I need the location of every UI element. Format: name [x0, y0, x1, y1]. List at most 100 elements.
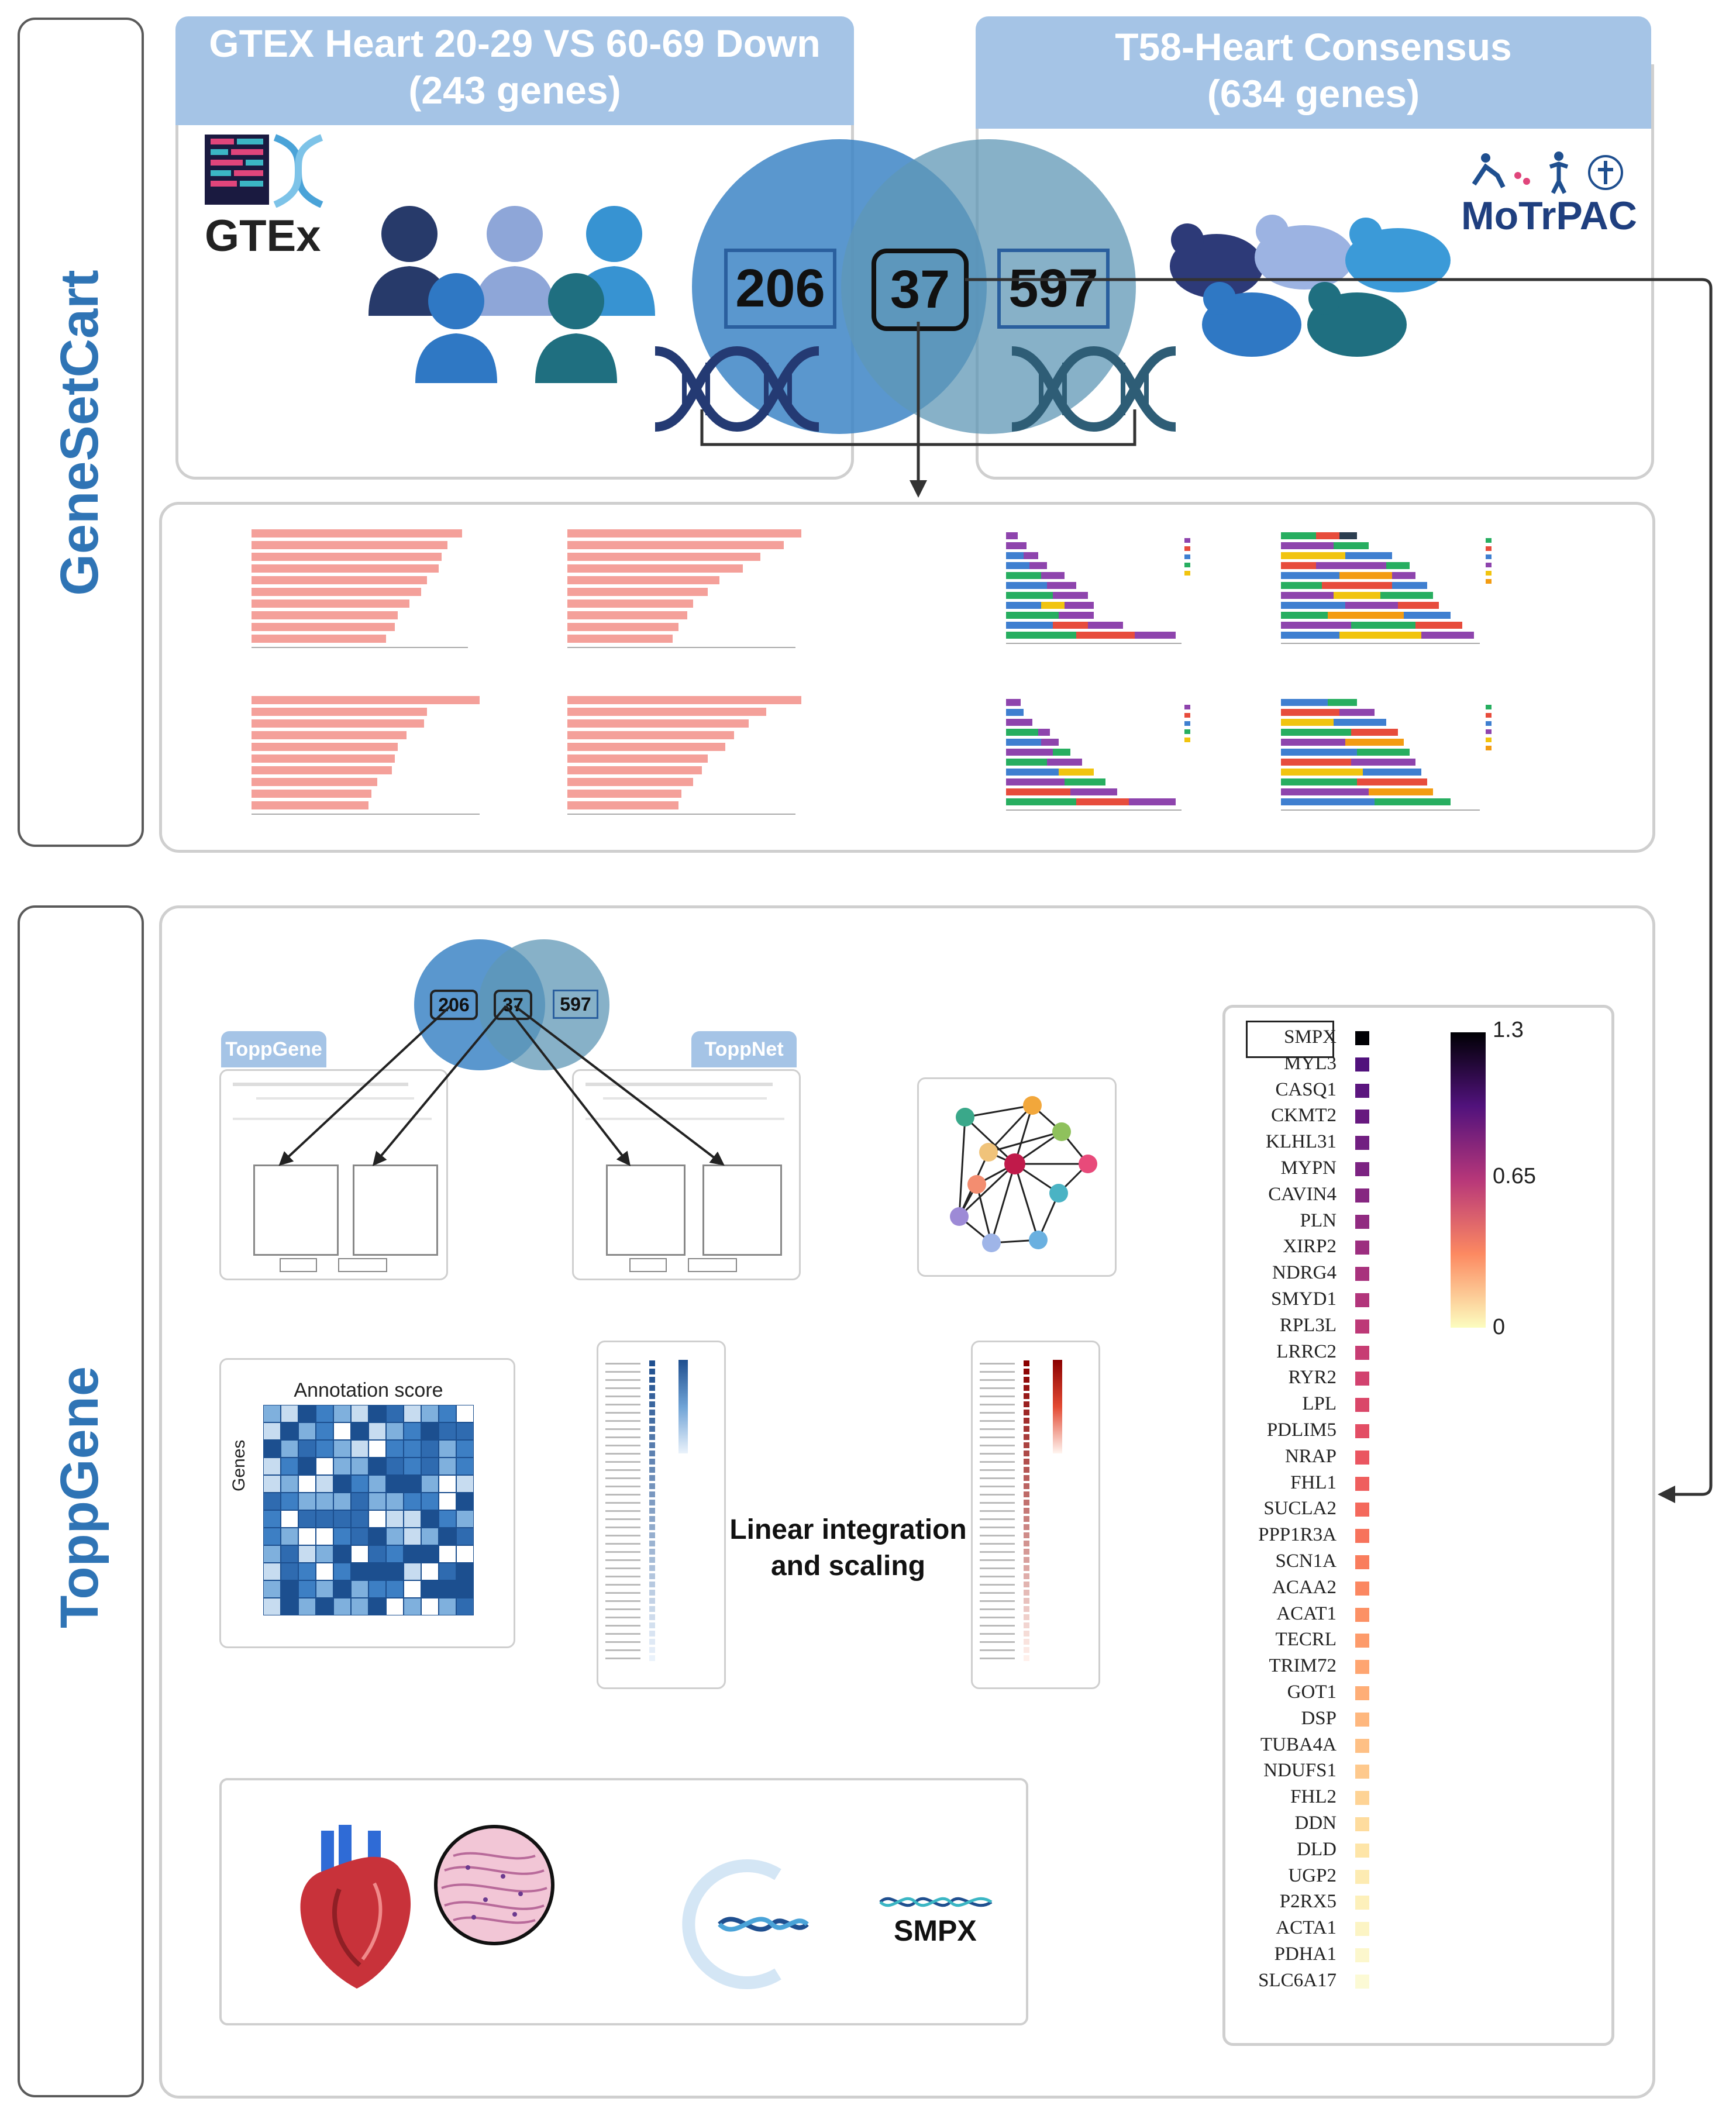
- ranked-gene-label: PLN: [1300, 1210, 1337, 1231]
- ranked-score-cell: [649, 1516, 655, 1522]
- ranked-score-cell: [649, 1385, 655, 1391]
- ranked-gene-label: LPL: [1302, 1393, 1337, 1415]
- heatmap-cell: [404, 1423, 421, 1439]
- heatmap-cell: [299, 1581, 315, 1597]
- ranked-label-placeholder: [605, 1502, 640, 1504]
- heatmap-cell: [334, 1405, 350, 1422]
- ranked-label-placeholder: [605, 1461, 640, 1463]
- heatmap-cell: [352, 1405, 368, 1422]
- ranked-label-placeholder: [605, 1453, 640, 1455]
- ranked-score-cell: [649, 1598, 655, 1604]
- ranked-gene-score-cell: [1355, 1738, 1369, 1753]
- heatmap-cell: [264, 1476, 280, 1492]
- ranked-score-cell: [649, 1606, 655, 1612]
- ranked-score-cell: [1024, 1475, 1029, 1481]
- ranked-label-placeholder: [980, 1436, 1015, 1438]
- heatmap-cell: [439, 1423, 456, 1439]
- ranked-score-cell: [649, 1622, 655, 1628]
- ranked-score-cell: [649, 1557, 655, 1563]
- heatmap-cell: [404, 1493, 421, 1510]
- ranked-gene-label: CKMT2: [1271, 1105, 1337, 1126]
- ranked-label-placeholder: [605, 1436, 640, 1438]
- heatmap-cell: [352, 1493, 368, 1510]
- ranked-label-placeholder: [980, 1600, 1015, 1602]
- heatmap-cell: [404, 1581, 421, 1597]
- ranked-score-cell: [1024, 1631, 1029, 1636]
- heatmap-cell: [352, 1476, 368, 1492]
- heatmap-cell: [387, 1511, 403, 1527]
- heatmap-cell: [316, 1405, 333, 1422]
- enrichr-bar-chart-4: [567, 696, 801, 815]
- heatmap-cell: [264, 1546, 280, 1562]
- ranked-gene-label: KLHL31: [1266, 1131, 1337, 1153]
- heatmap-cell: [369, 1493, 385, 1510]
- annotation-heatmap: [263, 1405, 474, 1615]
- motrpac-panel-header: T58-Heart Consensus (634 genes): [976, 16, 1651, 129]
- heatmap-cell: [281, 1563, 298, 1580]
- ranked-score-cell: [1024, 1451, 1029, 1456]
- ranked-label-placeholder: [980, 1649, 1015, 1651]
- ranked-gene-label: TUBA4A: [1260, 1734, 1337, 1755]
- final-ranking-panel: [1222, 1005, 1614, 2046]
- heatmap-cell: [264, 1441, 280, 1457]
- ranked-score-cell: [1024, 1369, 1029, 1374]
- heatmap-cell: [422, 1405, 438, 1422]
- ranked-score-cell: [1024, 1377, 1029, 1383]
- heatmap-cell: [334, 1458, 350, 1474]
- ranked-score-cell: [649, 1434, 655, 1440]
- ranked-gene-label: SMPX: [1284, 1026, 1337, 1048]
- ranked-gene-label: DSP: [1301, 1707, 1337, 1729]
- colorbar-mid-label: 0.65: [1493, 1164, 1536, 1188]
- ranked-score-cell: [1024, 1442, 1029, 1448]
- ranked-score-cell: [1024, 1467, 1029, 1473]
- heatmap-cell: [281, 1546, 298, 1562]
- ranked-label-placeholder: [980, 1477, 1015, 1479]
- heatmap-cell: [369, 1511, 385, 1527]
- heatmap-cell: [422, 1581, 438, 1597]
- ranked-label-placeholder: [605, 1576, 640, 1577]
- ranked-gene-score-cell: [1355, 1083, 1369, 1098]
- ranked-gene-score-cell: [1355, 1057, 1369, 1071]
- ranked-label-placeholder: [980, 1584, 1015, 1586]
- heatmap-cell: [316, 1423, 333, 1439]
- ranked-label-placeholder: [980, 1445, 1015, 1446]
- ranked-label-placeholder: [605, 1404, 640, 1405]
- toppnet-tag: ToppNet: [691, 1031, 797, 1067]
- ranked-gene-label: SCN1A: [1275, 1551, 1337, 1572]
- ranked-gene-label: XIRP2: [1283, 1236, 1337, 1257]
- meanrank-stacked-chart-3: [1006, 699, 1190, 811]
- ranked-score-cell: [1024, 1622, 1029, 1628]
- ranked-gene-label: ACAA2: [1272, 1576, 1337, 1598]
- ranked-label-placeholder: [980, 1453, 1015, 1455]
- ranked-gene-label: NDRG4: [1272, 1262, 1337, 1284]
- protein-network-icon: [950, 1096, 1097, 1252]
- dna-helix-left-icon: [655, 346, 819, 432]
- heatmap-cell: [299, 1546, 315, 1562]
- heatmap-cell: [299, 1563, 315, 1580]
- ranked-label-placeholder: [605, 1543, 640, 1545]
- ranked-score-cell: [649, 1483, 655, 1489]
- ranked-label-placeholder: [980, 1486, 1015, 1487]
- heatmap-cell: [439, 1563, 456, 1580]
- heatmap-cell: [439, 1511, 456, 1527]
- heatmap-cell: [264, 1493, 280, 1510]
- ranked-score-cell: [1024, 1426, 1029, 1432]
- ranked-score-cell: [1024, 1500, 1029, 1505]
- motrpac-activity-icon: [1472, 151, 1623, 194]
- heatmap-cell: [281, 1441, 298, 1457]
- heatmap-cell: [334, 1493, 350, 1510]
- ranked-score-cell: [649, 1614, 655, 1620]
- gtex-panel-header: GTEX Heart 20-29 VS 60-69 Down (243 gene…: [175, 16, 854, 125]
- ranked-score-cell: [649, 1467, 655, 1473]
- heatmap-cell: [457, 1563, 473, 1580]
- heatmap-cell: [264, 1405, 280, 1422]
- ranked-gene-score-cell: [1355, 1869, 1369, 1884]
- heatmap-cell: [387, 1476, 403, 1492]
- heatmap-cell: [457, 1493, 473, 1510]
- heatmap-cell: [369, 1405, 385, 1422]
- ranked-label-placeholder: [980, 1518, 1015, 1520]
- ranked-label-placeholder: [980, 1559, 1015, 1561]
- heatmap-cell: [281, 1405, 298, 1422]
- heatmap-cell: [422, 1546, 438, 1562]
- toppgene-section-frame: [18, 905, 144, 2097]
